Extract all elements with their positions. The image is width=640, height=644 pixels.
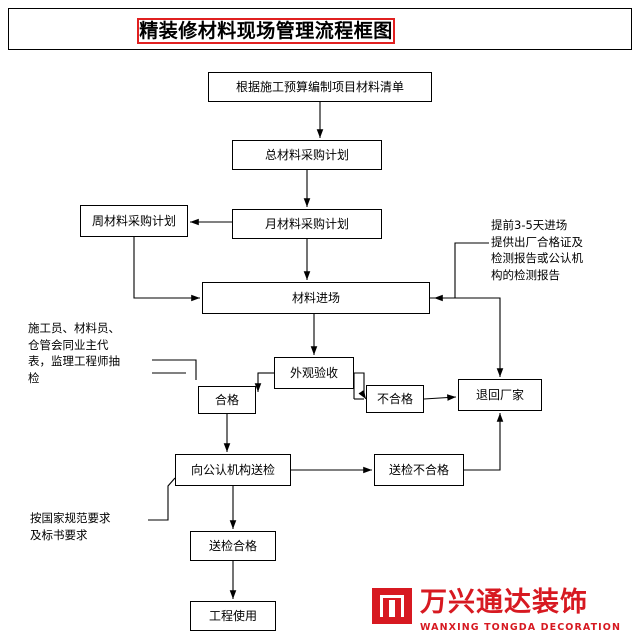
node-label: 外观验收 xyxy=(289,365,338,380)
node-label: 退回厂家 xyxy=(475,387,524,402)
node-label: 不合格 xyxy=(376,391,413,406)
logo-english-name: WANXING TONGDA DECORATION xyxy=(420,622,622,633)
node-project-use[interactable]: 工程使用 xyxy=(190,601,276,631)
node-label: 工程使用 xyxy=(208,608,257,623)
title-bar: 精装修材料现场管理流程框图 xyxy=(8,8,632,50)
title-box: 精装修材料现场管理流程框图 xyxy=(137,18,395,44)
node-label: 周材料采购计划 xyxy=(91,213,176,228)
node-test-passed[interactable]: 送检合格 xyxy=(190,531,276,561)
node-total-purchase-plan[interactable]: 总材料采购计划 xyxy=(232,140,382,170)
node-label: 材料进场 xyxy=(291,290,340,305)
node-label: 根据施工预算编制项目材料清单 xyxy=(235,79,404,94)
node-label: 送检合格 xyxy=(208,538,257,553)
company-logo: 万兴通达装饰 WANXING TONGDA DECORATION xyxy=(372,586,630,638)
node-visual-inspection[interactable]: 外观验收 xyxy=(274,357,354,389)
node-send-to-accredited-agency[interactable]: 向公认机构送检 xyxy=(175,454,291,486)
node-unqualified[interactable]: 不合格 xyxy=(366,385,424,413)
node-material-arrival[interactable]: 材料进场 xyxy=(202,282,430,314)
node-label: 向公认机构送检 xyxy=(190,462,275,477)
note-national-standards: 按国家规范要求 及标书要求 xyxy=(30,511,111,542)
logo-mark-icon xyxy=(372,588,412,624)
note-inspection-personnel: 施工员、材料员、 仓管会同业主代 表，监理工程师抽 检 xyxy=(28,321,120,386)
node-qualified[interactable]: 合格 xyxy=(198,386,256,414)
logo-chinese-name: 万兴通达装饰 xyxy=(420,587,588,618)
page-title: 精装修材料现场管理流程框图 xyxy=(139,19,393,42)
node-label: 总材料采购计划 xyxy=(264,147,349,162)
node-label: 合格 xyxy=(214,392,239,407)
node-test-failed[interactable]: 送检不合格 xyxy=(374,454,464,486)
node-label: 送检不合格 xyxy=(388,462,449,477)
node-weekly-purchase-plan[interactable]: 周材料采购计划 xyxy=(80,205,188,237)
node-monthly-purchase-plan[interactable]: 月材料采购计划 xyxy=(232,209,382,239)
node-material-list[interactable]: 根据施工预算编制项目材料清单 xyxy=(208,72,432,102)
note-arrival-requirements: 提前3-5天进场 提供出厂合格证及 检测报告或公认机 构的检测报告 xyxy=(491,218,583,283)
node-label: 月材料采购计划 xyxy=(264,216,349,231)
node-return-to-factory[interactable]: 退回厂家 xyxy=(458,379,542,411)
